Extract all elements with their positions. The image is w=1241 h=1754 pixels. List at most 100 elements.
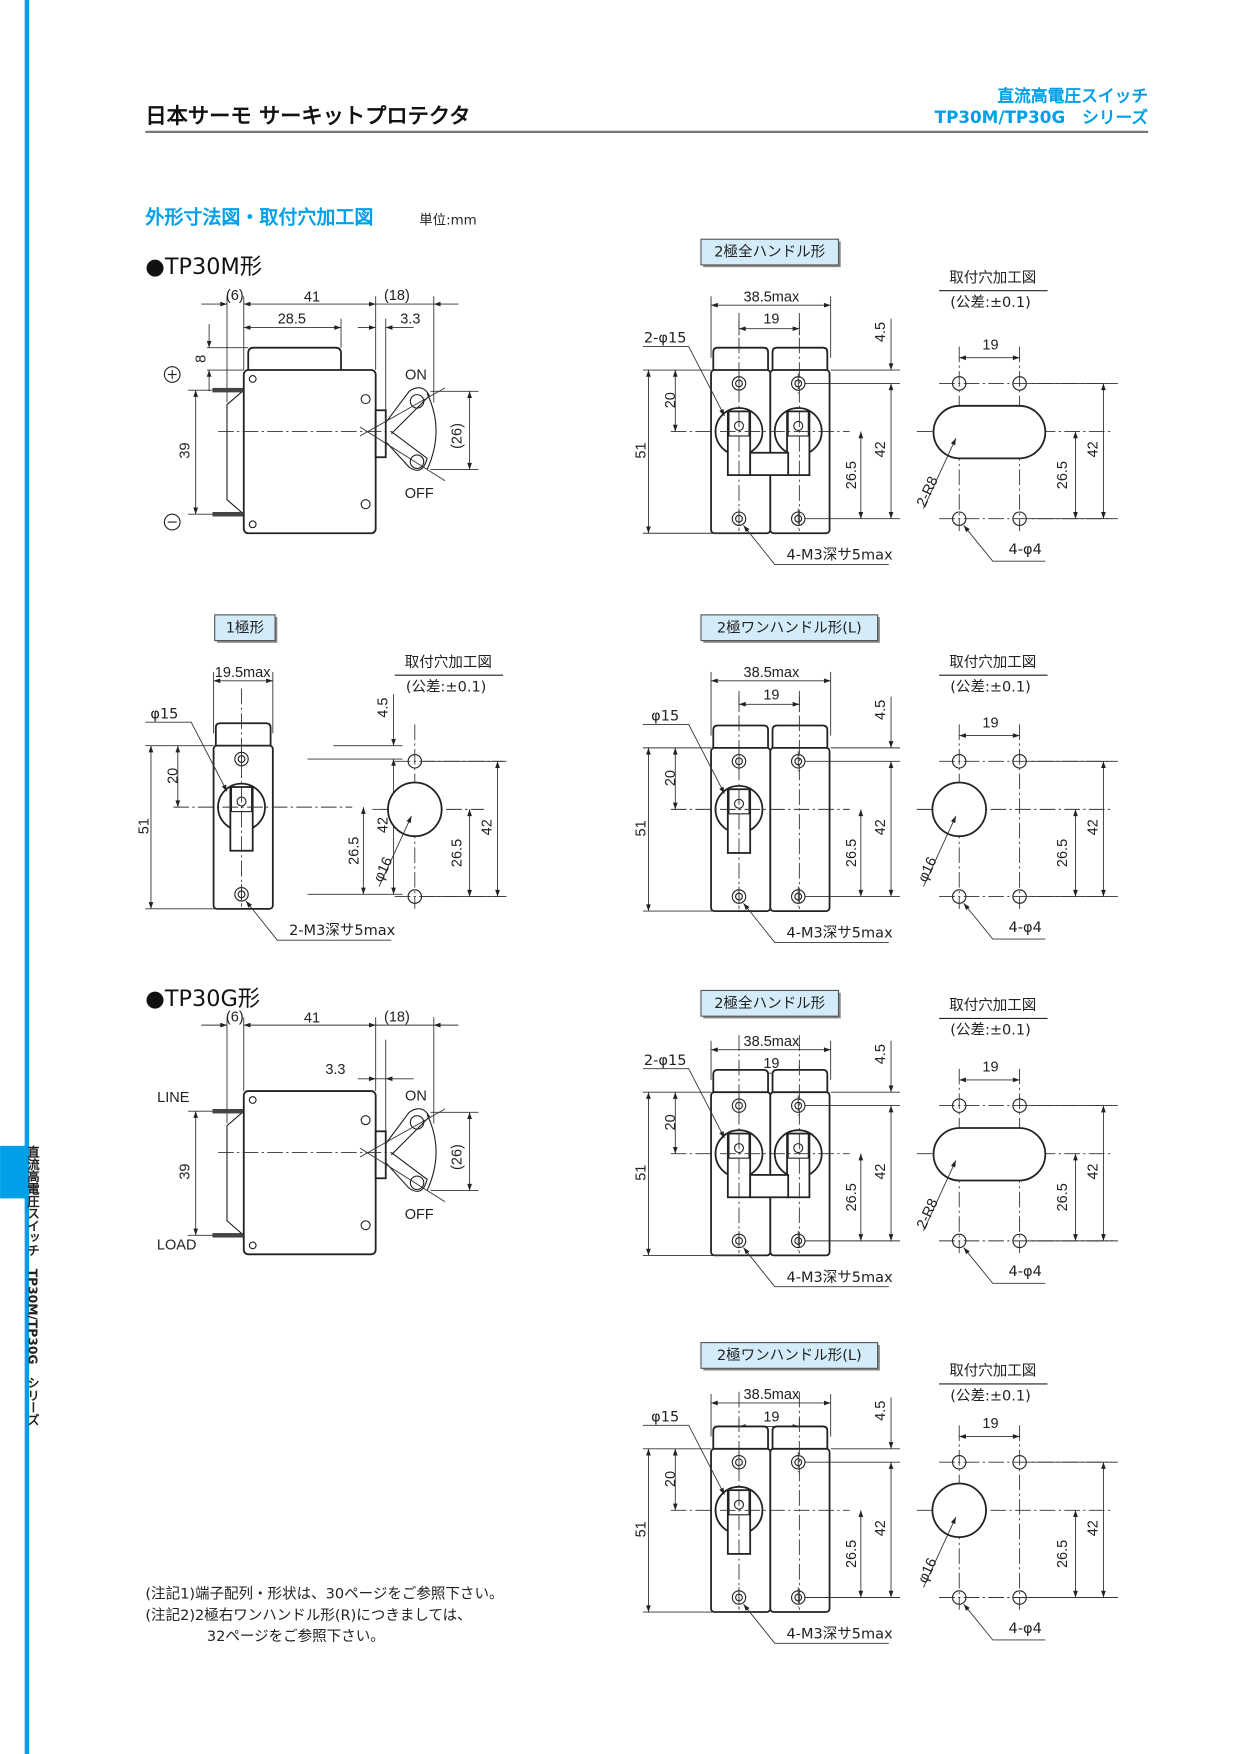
top-cover [771, 1425, 829, 1449]
screw-leader [245, 900, 392, 941]
handle-hole [793, 420, 804, 431]
dim-pitch-label: 19 [982, 1060, 998, 1076]
tolerance-label: (公差:±0.1) [950, 294, 1030, 311]
dim-26-5-label: 26.5 [844, 1183, 860, 1211]
dim-42-label: 42 [1085, 1520, 1101, 1536]
handle-angle-line [359, 387, 446, 437]
unit-label: 単位:mm [419, 213, 476, 229]
screw-spec-label: 4-M3深サ5max [787, 1625, 894, 1642]
dim-width-label: 38.5max [744, 1387, 800, 1403]
mounting-title: 取付穴加工図 [949, 654, 1036, 671]
one-pole-mounting-title: 取付穴加工図(公差:±0.1) [394, 654, 504, 696]
dim-42-label: 42 [376, 817, 392, 833]
handle-off-label: OFF [405, 486, 434, 502]
cutout-leader [378, 815, 412, 887]
handle-pivot [409, 1115, 425, 1130]
dim-terminal-pitch-label: 39 [178, 1163, 194, 1179]
handle-angle-line [359, 426, 446, 482]
screw-leader [743, 1603, 889, 1644]
dim-20-label: 20 [663, 392, 679, 408]
variant-label-1: 2極ワンハンドル形(L) [717, 619, 862, 636]
note-1: (注記1)端子配列・形状は、30ページをご参照下さい。 [145, 1586, 503, 1603]
mounting-title: 取付穴加工図 [405, 654, 492, 671]
cutout-label: φ16 [371, 855, 396, 885]
screw-leader [743, 902, 889, 943]
handle-diameter-label: 2-φ15 [644, 331, 687, 347]
screw-spec-label: 2-M3深サ5max [289, 922, 396, 939]
dim-width-label: 38.5max [744, 665, 800, 681]
tolerance-label: (公差:±0.1) [950, 1387, 1030, 1404]
cutout-leader [923, 1160, 957, 1232]
cutout-leader [923, 438, 957, 509]
rivet [248, 520, 257, 529]
handle-pivot [409, 454, 425, 469]
label-box [214, 614, 276, 642]
label-box [700, 238, 840, 266]
handle-hole [793, 1143, 804, 1154]
dim-top-label: 4.5 [873, 1401, 889, 1421]
dim-26-5-label: 26.5 [1055, 461, 1071, 489]
screw-leader [743, 525, 889, 565]
top-cover [771, 1068, 829, 1093]
rivet [248, 1096, 257, 1104]
dim-42-label: 42 [1085, 441, 1101, 457]
variant-label-2: 2極全ハンドル形 [714, 994, 825, 1012]
top-cover [771, 724, 829, 748]
cutout-leader [923, 815, 957, 887]
note-2: (注記2)2極右ワンハンドル形(R)につきましては、 [145, 1607, 471, 1624]
two-pole-mounting-2-title: 取付穴加工図 (公差:±0.1) [939, 997, 1048, 1039]
dim-51-label: 51 [634, 820, 650, 836]
handle-off [385, 431, 428, 471]
dim-body-label: 41 [304, 1010, 320, 1026]
tolerance-label: (公差:±0.1) [950, 1022, 1030, 1039]
handle-leader [642, 346, 725, 417]
dim-42-label: 42 [873, 1520, 889, 1536]
series-name: 直流高電圧スイッチ [997, 86, 1148, 106]
handle-angle-line [359, 1147, 446, 1203]
holes-label: 4-φ4 [1009, 1264, 1042, 1280]
handle-base [374, 1130, 387, 1180]
handle-leader [642, 1424, 725, 1495]
dim-26-5-label: 26.5 [1055, 839, 1071, 867]
cutout-slot [932, 404, 1047, 460]
holes-label: 4-φ4 [1009, 920, 1042, 936]
dim-51-label: 51 [634, 1165, 650, 1181]
dim-top-label: 4.5 [873, 700, 889, 720]
tp30m-title: ●TP30M形 [145, 254, 262, 280]
handle-diameter-label: φ15 [651, 1410, 679, 1426]
dim-26-5-label: 26.5 [1055, 1540, 1071, 1568]
top-cover [712, 1068, 769, 1093]
handle-angle-line [359, 1108, 446, 1158]
page-title: 日本サーモ サーキットプロテクタ [145, 104, 470, 129]
holes-label: 4-φ4 [1009, 542, 1042, 558]
screw-spec-label: 4-M3深サ5max [787, 924, 894, 941]
lug-hole [360, 1115, 371, 1126]
dim-20-label: 20 [663, 1471, 679, 1487]
mounting-title: 取付穴加工図 [949, 997, 1036, 1014]
variant-label-0: 2極全ハンドル形 [714, 243, 825, 261]
cutout-circle [387, 781, 443, 838]
dim-42-label: 42 [479, 819, 495, 835]
handle-arc [426, 1114, 437, 1191]
dim-width-label: 19.5max [215, 665, 271, 681]
top-cover [712, 1425, 769, 1449]
dim-pitch-label: 19 [982, 1416, 998, 1432]
pole-body [769, 1447, 831, 1613]
handle-arc [426, 393, 437, 470]
screw-leader [743, 1247, 889, 1288]
dim-top-height-label: 8 [193, 355, 209, 363]
dim-51-label: 51 [634, 442, 650, 458]
mounting-title: 取付穴加工図 [949, 1363, 1036, 1380]
dim-body-label: 41 [304, 289, 320, 305]
handle-base [374, 409, 387, 459]
